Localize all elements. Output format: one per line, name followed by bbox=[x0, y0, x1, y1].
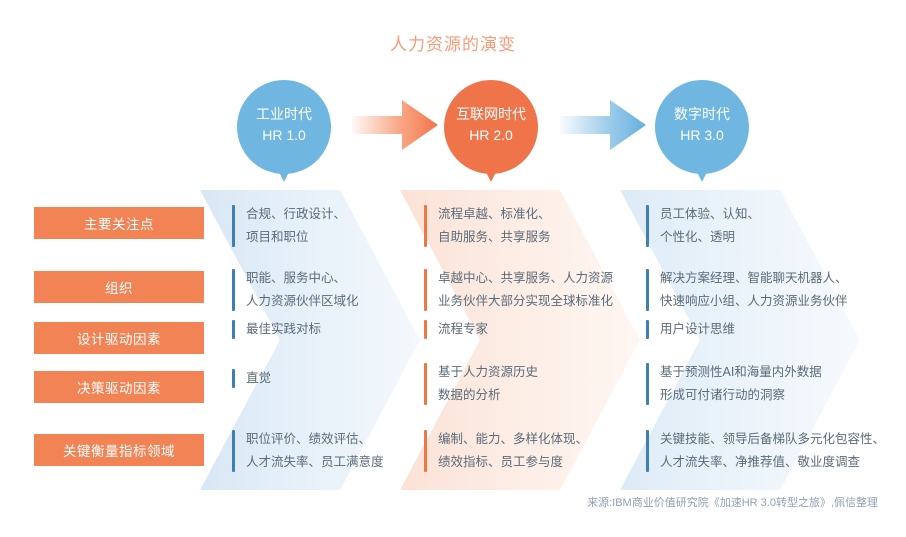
cell-r1-c1: 合规、行政设计、 项目和职位 bbox=[232, 203, 346, 249]
cell-r4-c2: 基于人力资源历史 数据的分析 bbox=[424, 361, 538, 407]
cell-line: 项目和职位 bbox=[246, 230, 309, 244]
cell-line: 职位评价、绩效评估、 bbox=[246, 432, 372, 446]
stage-name: 工业时代 bbox=[256, 106, 312, 122]
cell-line: 基于人力资源历史 bbox=[438, 365, 539, 379]
cell-text: 直觉 bbox=[246, 367, 271, 390]
cell-line: 基于预测性AI和海量内外数据 bbox=[660, 365, 822, 379]
accent-bar bbox=[646, 363, 649, 405]
accent-bar bbox=[232, 205, 235, 247]
pin-tip bbox=[687, 152, 717, 182]
background-chevron-stage3 bbox=[620, 190, 860, 490]
accent-bar bbox=[646, 320, 649, 339]
cell-line: 形成可付诸行动的洞察 bbox=[660, 388, 786, 402]
row-label-organization[interactable]: 组织 bbox=[34, 271, 204, 303]
cell-line: 流程卓越、标准化、 bbox=[438, 207, 551, 221]
cell-text: 职能、服务中心、 人力资源伙伴区域化 bbox=[246, 267, 359, 313]
cell-line: 卓越中心、共享服务、人力资源 bbox=[438, 271, 614, 285]
accent-bar bbox=[424, 320, 427, 339]
cell-line: 人才流失率、净推荐值、敬业度调查 bbox=[660, 455, 861, 469]
background-chevron-stage1 bbox=[200, 190, 420, 490]
cell-line: 关键技能、领导后备梯队多元化包容性、 bbox=[660, 432, 886, 446]
cell-r2-c1: 职能、服务中心、 人力资源伙伴区域化 bbox=[232, 267, 359, 313]
cell-line: 直觉 bbox=[246, 371, 272, 385]
accent-bar bbox=[232, 369, 235, 388]
cell-r2-c3: 解决方案经理、智能聊天机器人、 快速响应小组、人力资源业务伙伴 bbox=[646, 267, 848, 313]
cell-text: 最佳实践对标 bbox=[246, 318, 321, 341]
cell-line: 人才流失率、员工满意度 bbox=[246, 455, 384, 469]
cell-r5-c3: 关键技能、领导后备梯队多元化包容性、 人才流失率、净推荐值、敬业度调查 bbox=[646, 428, 885, 474]
cell-line: 职能、服务中心、 bbox=[246, 271, 347, 285]
cell-line: 流程专家 bbox=[438, 322, 489, 336]
accent-bar bbox=[646, 430, 649, 472]
cell-line: 自助服务、共享服务 bbox=[438, 230, 551, 244]
stage-name: 数字时代 bbox=[674, 106, 730, 122]
cell-line: 最佳实践对标 bbox=[246, 322, 322, 336]
accent-bar bbox=[424, 430, 427, 472]
cell-line: 解决方案经理、智能聊天机器人、 bbox=[660, 271, 848, 285]
cell-line: 合规、行政设计、 bbox=[246, 207, 347, 221]
cell-line: 快速响应小组、人力资源业务伙伴 bbox=[660, 294, 848, 308]
cell-r1-c2: 流程卓越、标准化、 自助服务、共享服务 bbox=[424, 203, 551, 249]
cell-line: 业务伙伴大部分实现全球标准化 bbox=[438, 294, 614, 308]
cell-r1-c3: 员工体验、认知、 个性化、透明 bbox=[646, 203, 760, 249]
stage-pin-1[interactable]: 工业时代 HR 1.0 bbox=[237, 80, 331, 182]
cell-text: 解决方案经理、智能聊天机器人、 快速响应小组、人力资源业务伙伴 bbox=[660, 267, 848, 313]
accent-bar bbox=[646, 269, 649, 311]
cell-r4-c1: 直觉 bbox=[232, 367, 271, 390]
cell-line: 员工体验、认知、 bbox=[660, 207, 761, 221]
accent-bar bbox=[232, 269, 235, 311]
row-label-key-metrics[interactable]: 关键衡量指标领域 bbox=[34, 434, 204, 466]
cell-text: 基于人力资源历史 数据的分析 bbox=[438, 361, 538, 407]
cell-line: 绩效指标、员工参与度 bbox=[438, 455, 564, 469]
pin-text: 数字时代 HR 3.0 bbox=[655, 104, 749, 146]
pin-text: 互联网时代 HR 2.0 bbox=[444, 104, 538, 146]
cell-text: 基于预测性AI和海量内外数据 形成可付诸行动的洞察 bbox=[660, 361, 822, 407]
cell-text: 合规、行政设计、 项目和职位 bbox=[246, 203, 346, 249]
arrow-stage1-to-stage2-icon bbox=[352, 100, 438, 150]
stage-version: HR 2.0 bbox=[469, 127, 513, 143]
stage-version: HR 3.0 bbox=[680, 127, 724, 143]
pin-text: 工业时代 HR 1.0 bbox=[237, 104, 331, 146]
accent-bar bbox=[424, 269, 427, 311]
cell-line: 人力资源伙伴区域化 bbox=[246, 294, 359, 308]
pin-tip bbox=[269, 152, 299, 182]
cell-r4-c3: 基于预测性AI和海量内外数据 形成可付诸行动的洞察 bbox=[646, 361, 822, 407]
stage-name: 互联网时代 bbox=[456, 106, 526, 122]
cell-text: 流程卓越、标准化、 自助服务、共享服务 bbox=[438, 203, 551, 249]
row-label-decision-drivers[interactable]: 决策驱动因素 bbox=[34, 371, 204, 403]
cell-r5-c2: 编制、能力、多样化体现、 绩效指标、员工参与度 bbox=[424, 428, 588, 474]
accent-bar bbox=[646, 205, 649, 247]
row-label-primary-focus[interactable]: 主要关注点 bbox=[34, 207, 204, 239]
cell-r3-c1: 最佳实践对标 bbox=[232, 318, 321, 341]
cell-text: 职位评价、绩效评估、 人才流失率、员工满意度 bbox=[246, 428, 384, 474]
page-title: 人力资源的演变 bbox=[390, 35, 516, 54]
cell-text: 编制、能力、多样化体现、 绩效指标、员工参与度 bbox=[438, 428, 588, 474]
accent-bar bbox=[424, 205, 427, 247]
cell-line: 编制、能力、多样化体现、 bbox=[438, 432, 589, 446]
cell-r2-c2: 卓越中心、共享服务、人力资源 业务伙伴大部分实现全球标准化 bbox=[424, 267, 613, 313]
cell-text: 卓越中心、共享服务、人力资源 业务伙伴大部分实现全球标准化 bbox=[438, 267, 613, 313]
cell-r5-c1: 职位评价、绩效评估、 人才流失率、员工满意度 bbox=[232, 428, 384, 474]
row-label-design-drivers[interactable]: 设计驱动因素 bbox=[34, 322, 204, 354]
accent-bar bbox=[232, 430, 235, 472]
cell-text: 关键技能、领导后备梯队多元化包容性、 人才流失率、净推荐值、敬业度调查 bbox=[660, 428, 885, 474]
cell-line: 用户设计思维 bbox=[660, 322, 736, 336]
stage-version: HR 1.0 bbox=[262, 127, 306, 143]
stage-pin-3[interactable]: 数字时代 HR 3.0 bbox=[655, 80, 749, 182]
pin-tip bbox=[476, 152, 506, 182]
stage-pin-2[interactable]: 互联网时代 HR 2.0 bbox=[444, 80, 538, 182]
cell-r3-c2: 流程专家 bbox=[424, 318, 488, 341]
cell-r3-c3: 用户设计思维 bbox=[646, 318, 735, 341]
cell-text: 流程专家 bbox=[438, 318, 488, 341]
background-chevron-stage2 bbox=[400, 190, 640, 490]
accent-bar bbox=[424, 363, 427, 405]
cell-line: 个性化、透明 bbox=[660, 230, 736, 244]
source-footnote: 来源:IBM商业价值研究院《加速HR 3.0转型之旅》,佩信整理 bbox=[587, 497, 878, 509]
cell-text: 用户设计思维 bbox=[660, 318, 735, 341]
cell-line: 数据的分析 bbox=[438, 388, 501, 402]
cell-text: 员工体验、认知、 个性化、透明 bbox=[660, 203, 760, 249]
accent-bar bbox=[232, 320, 235, 339]
arrow-stage2-to-stage3-icon bbox=[560, 100, 646, 150]
